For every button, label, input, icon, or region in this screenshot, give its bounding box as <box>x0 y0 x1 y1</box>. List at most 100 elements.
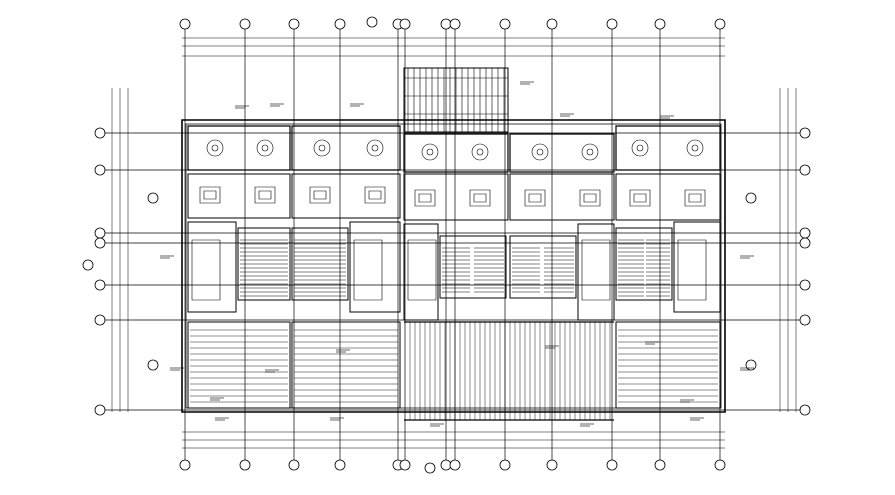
round-table-symbol <box>314 140 330 156</box>
sofa-symbol <box>204 191 216 199</box>
column-grid-bubble-top <box>335 19 345 29</box>
round-table-symbol <box>637 145 643 151</box>
row-grid-bubble-right <box>800 165 810 175</box>
column-grid-bubble-top <box>289 19 299 29</box>
round-table-symbol <box>257 140 273 156</box>
column-grid-bubble-top <box>400 19 410 29</box>
sofa-symbol <box>310 187 330 203</box>
grid-bubbles <box>95 19 810 470</box>
room-garage-right-1 <box>616 322 720 408</box>
sofa-symbol <box>630 190 650 206</box>
row-grid-bubble-left <box>95 228 105 238</box>
stair-treads <box>240 240 670 296</box>
round-table-symbol <box>212 145 218 151</box>
kitchen-counter-symbol <box>354 240 382 300</box>
column-grid-bubble-top <box>180 19 190 29</box>
sofa-symbol <box>415 190 435 206</box>
sofa-symbol <box>529 194 541 202</box>
annotation-marks <box>160 82 754 426</box>
row-grid-bubble-left <box>95 315 105 325</box>
sofa-symbol <box>584 194 596 202</box>
row-grid-bubble-left <box>95 280 105 290</box>
column-grid-bubble-bottom <box>400 460 410 470</box>
sofa-symbol <box>369 191 381 199</box>
floor-hatching <box>190 322 718 420</box>
kitchen-counter-symbol <box>582 240 610 300</box>
round-table-symbol <box>532 144 548 160</box>
sofa-symbol <box>689 194 701 202</box>
column-grid-bubble-bottom <box>441 460 451 470</box>
sofa-symbol <box>259 191 271 199</box>
section-callouts <box>83 17 756 473</box>
column-grid-bubble-bottom <box>335 460 345 470</box>
round-table-symbol <box>427 149 433 155</box>
round-table-symbol <box>367 140 383 156</box>
sofa-symbol <box>685 190 705 206</box>
column-grid-bubble-top <box>715 19 725 29</box>
round-table-symbol <box>422 144 438 160</box>
row-grid-bubble-right <box>800 128 810 138</box>
row-grid-bubble-left <box>95 238 105 248</box>
room-bedroom-center-1 <box>404 134 508 172</box>
round-table-symbol <box>582 144 598 160</box>
row-grid-bubble-right <box>800 238 810 248</box>
kitchen-counter-symbol <box>678 240 706 300</box>
row-grid-bubble-left <box>95 405 105 415</box>
column-grid-bubble-top <box>240 19 250 29</box>
sofa-symbol <box>200 187 220 203</box>
column-grid-bubble-bottom <box>450 460 460 470</box>
room-bedroom-left-2 <box>292 126 400 170</box>
row-grid-bubble-left <box>95 128 105 138</box>
round-table-symbol <box>537 149 543 155</box>
column-grid-bubble-bottom <box>240 460 250 470</box>
round-table-symbol <box>687 140 703 156</box>
row-grid-bubble-right <box>800 405 810 415</box>
room-bedroom-left-1 <box>188 126 290 170</box>
column-grid-bubble-top <box>450 19 460 29</box>
row-grid-lines <box>100 133 805 410</box>
room-garage-left-2 <box>292 322 400 408</box>
column-grid-bubble-top <box>547 19 557 29</box>
room-bedroom-right-1 <box>616 126 720 170</box>
pergola-structure <box>404 68 508 132</box>
sofa-symbol <box>314 191 326 199</box>
round-table-symbol <box>372 145 378 151</box>
column-grid-bubble-bottom <box>655 460 665 470</box>
kitchen-counter-symbol <box>192 240 220 300</box>
room-garage-left-1 <box>188 322 290 408</box>
sofa-symbol <box>470 190 490 206</box>
round-table-symbol <box>262 145 268 151</box>
round-table-symbol <box>472 144 488 160</box>
round-table-symbol <box>587 149 593 155</box>
column-grid-bubble-bottom <box>715 460 725 470</box>
furniture-symbols <box>192 140 706 300</box>
sofa-symbol <box>525 190 545 206</box>
sofa-symbol <box>365 187 385 203</box>
sofa-symbol <box>419 194 431 202</box>
round-table-symbol <box>692 145 698 151</box>
column-grid-bubble-bottom <box>500 460 510 470</box>
sofa-symbol <box>634 194 646 202</box>
dimension-lines <box>112 38 796 448</box>
column-grid-bubble-bottom <box>289 460 299 470</box>
room-bedroom-center-2 <box>510 134 614 172</box>
sofa-symbol <box>580 190 600 206</box>
column-grid-bubble-bottom <box>547 460 557 470</box>
column-grid-bubble-top <box>655 19 665 29</box>
column-grid-bubble-bottom <box>607 460 617 470</box>
round-table-symbol <box>207 140 223 156</box>
round-table-symbol <box>632 140 648 156</box>
round-table-symbol <box>477 149 483 155</box>
building-walls <box>182 120 725 412</box>
row-grid-bubble-right <box>800 280 810 290</box>
sofa-symbol <box>255 187 275 203</box>
column-grid-bubble-top <box>500 19 510 29</box>
column-grid-bubble-bottom <box>180 460 190 470</box>
column-grid-bubble-top <box>607 19 617 29</box>
kitchen-counter-symbol <box>408 240 436 300</box>
sofa-symbol <box>474 194 486 202</box>
row-grid-bubble-right <box>800 315 810 325</box>
round-table-symbol <box>319 145 325 151</box>
column-grid-bubble-top <box>441 19 451 29</box>
